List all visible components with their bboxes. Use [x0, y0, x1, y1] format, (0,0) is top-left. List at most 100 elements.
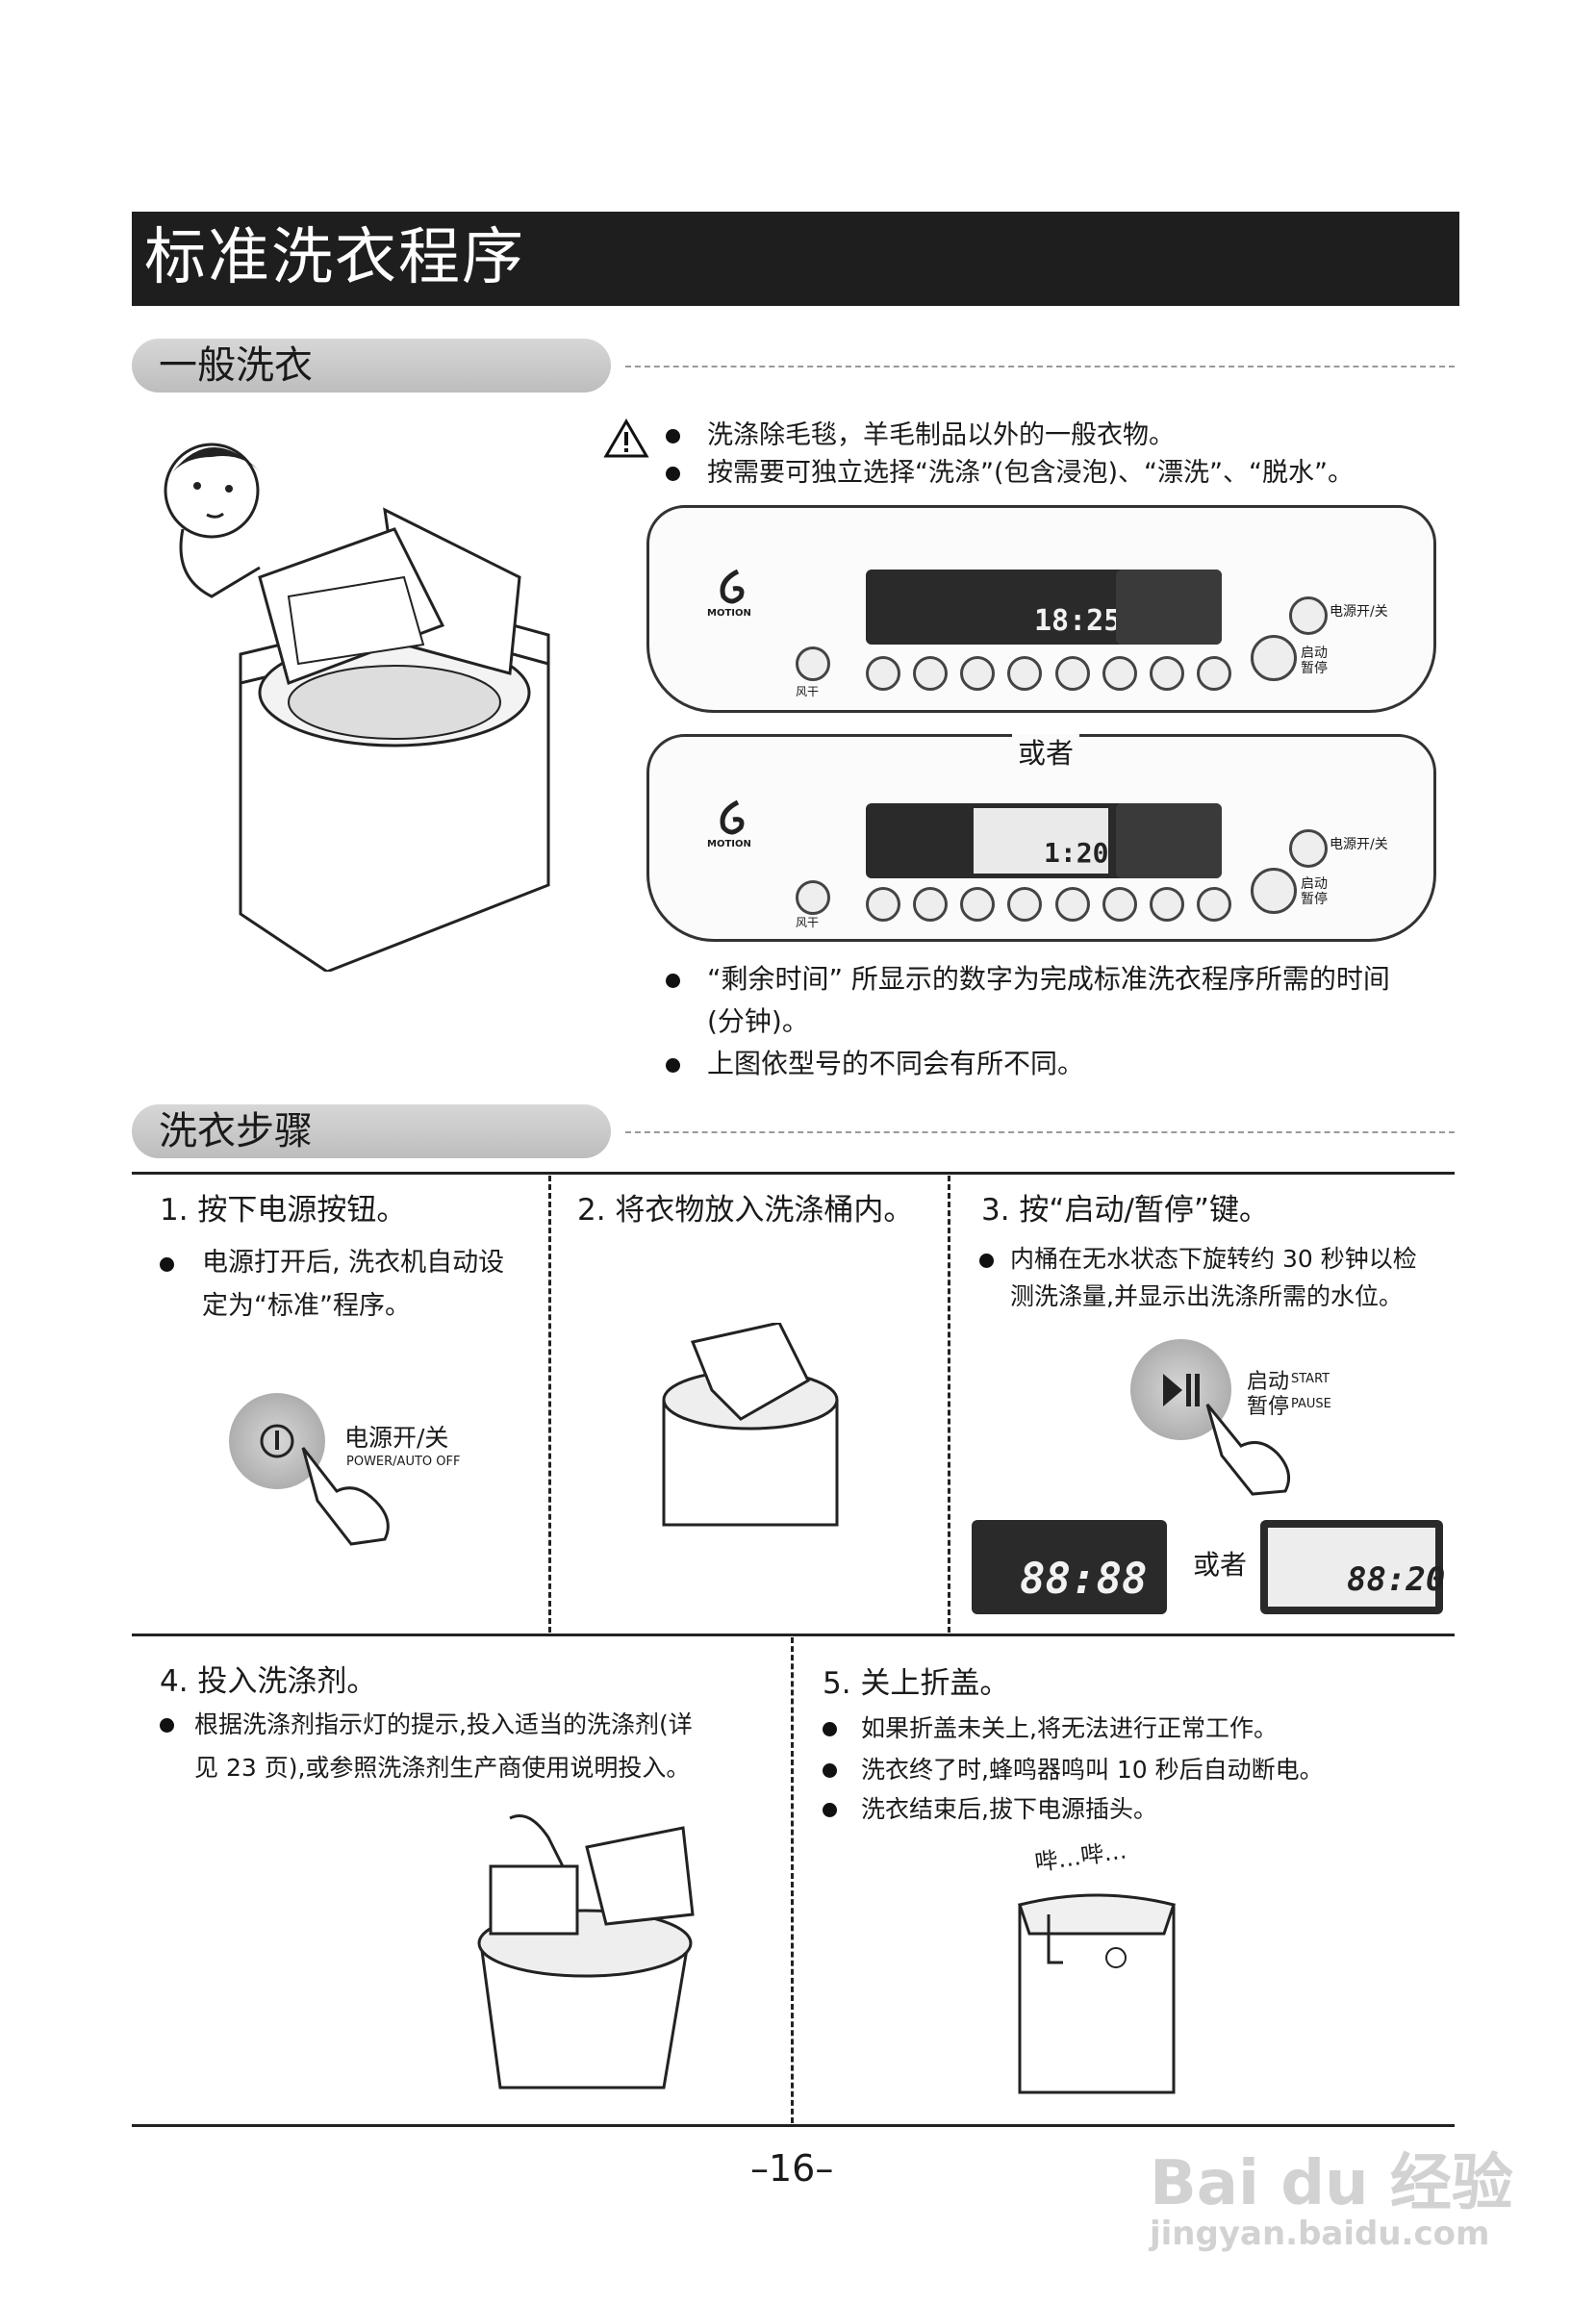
bullet: [979, 1254, 994, 1268]
step3-text-2: 测洗涤量,并显示出洗涤所需的水位。: [1010, 1282, 1403, 1310]
program-button[interactable]: [1054, 656, 1090, 691]
program-button[interactable]: [866, 887, 900, 922]
pointing-hand-icon: [301, 1447, 390, 1546]
start-sub: START: [1291, 1372, 1330, 1386]
load-laundry-illustration: [662, 1323, 839, 1527]
general-bullet-2: 按需要可独立选择“洗涤”(包含浸泡)、“漂洗”、“脱水”。: [707, 458, 1354, 488]
display-b-value: 88:20: [1347, 1560, 1446, 1599]
step2-title: 2. 将衣物放入洗涤桶内。: [577, 1193, 914, 1228]
program-button[interactable]: [1007, 887, 1043, 922]
program-button[interactable]: [1196, 656, 1231, 691]
step5-bullet-1: 如果折盖未关上,将无法进行正常工作。: [861, 1714, 1278, 1742]
section-heading-steps-text: 洗衣步骤: [159, 1109, 313, 1153]
start-label-b: 启动: [1301, 876, 1328, 892]
display-a-value: 88:88: [1020, 1555, 1148, 1604]
step5-bullet-2: 洗衣终了时,蜂鸣器鸣叫 10 秒后自动断电。: [861, 1756, 1324, 1784]
watermark-url: jingyan.baidu.com: [1150, 2215, 1490, 2253]
power-label-b: 电源开/关: [1330, 837, 1388, 852]
program-button[interactable]: [913, 887, 949, 922]
model-note: 上图依型号的不同会有所不同。: [707, 1048, 1085, 1079]
grid-line: [132, 1172, 1455, 1175]
pause-label-b: 暂停: [1301, 892, 1328, 907]
step3-title: 3. 按“启动/暂停”键。: [981, 1193, 1269, 1228]
divider: [625, 1131, 1455, 1133]
step5-bullet-3: 洗衣结束后,拔下电源插头。: [861, 1795, 1157, 1823]
pause-label-a: 暂停: [1301, 661, 1328, 676]
bullet: [823, 1722, 837, 1736]
step3-or-label: 或者: [1193, 1549, 1248, 1581]
program-button[interactable]: [1149, 887, 1184, 922]
program-button[interactable]: [1102, 887, 1137, 922]
dry-button-a[interactable]: [796, 646, 830, 681]
program-button[interactable]: [1149, 656, 1184, 691]
step1-power-label: 电源开/关: [344, 1424, 449, 1452]
power-button-a[interactable]: [1289, 596, 1328, 635]
display-time-b: 1:20: [1044, 837, 1109, 869]
step3-text-1: 内桶在无水状态下旋转约 30 秒钟以检: [1010, 1245, 1417, 1273]
bullet: [160, 1257, 174, 1272]
start-pause-button-a[interactable]: [1251, 635, 1297, 681]
option-block-b: [1116, 803, 1222, 878]
start-pause-button-b[interactable]: [1251, 868, 1297, 914]
general-bullet-1: 洗涤除毛毯，羊毛制品以外的一般衣物。: [707, 420, 1175, 450]
step5-title: 5. 关上折盖。: [823, 1666, 1010, 1701]
bullet: [666, 429, 680, 443]
motion-logo-icon: [720, 799, 745, 835]
add-detergent-illustration: [477, 1814, 695, 2090]
remaining-time-note-cont: (分钟)。: [707, 1005, 809, 1037]
brand-label: MOTION: [707, 608, 751, 619]
program-button[interactable]: [1007, 656, 1043, 691]
start-label-a: 启动: [1301, 646, 1328, 661]
step1-text-1: 电源打开后, 洗衣机自动设: [202, 1248, 505, 1278]
closed-washer-illustration: [1018, 1893, 1176, 2094]
bullet: [666, 467, 680, 481]
program-button-row-a: [866, 656, 1231, 691]
grid-line: [948, 1176, 950, 1633]
motion-logo-icon: [720, 569, 745, 604]
power-label-a: 电源开/关: [1330, 604, 1388, 620]
pause-label: 暂停: [1247, 1395, 1290, 1419]
start-label: 启动: [1247, 1370, 1290, 1394]
title-bar: [132, 212, 1459, 306]
woman-washer-illustration: [164, 443, 550, 972]
watermark-brand: Bai du 经验: [1150, 2148, 1513, 2219]
step1-text-2: 定为“标准”程序。: [202, 1291, 411, 1321]
program-button[interactable]: [1102, 656, 1137, 691]
bullet: [666, 1058, 680, 1073]
section-heading-steps: [132, 1104, 611, 1158]
section-heading-general-text: 一般洗衣: [159, 343, 313, 388]
play-pause-icon: [1163, 1374, 1200, 1406]
program-button-row-b: [866, 887, 1231, 922]
page-number: –16–: [750, 2147, 834, 2190]
program-button[interactable]: [960, 656, 996, 691]
grid-line: [132, 2124, 1455, 2127]
remaining-time-note: “剩余时间” 所显示的数字为完成标准洗衣程序所需的时间: [707, 963, 1390, 995]
program-button[interactable]: [866, 656, 900, 691]
program-button[interactable]: [1196, 887, 1231, 922]
power-icon: [260, 1424, 294, 1458]
dry-button-b[interactable]: [796, 880, 830, 915]
grid-line: [548, 1176, 551, 1633]
brand-label: MOTION: [707, 839, 751, 849]
grid-line: [132, 1634, 1455, 1636]
bullet: [823, 1763, 837, 1778]
dry-label-a: 风干: [796, 685, 820, 698]
section-heading-general: [132, 339, 611, 393]
program-button[interactable]: [960, 887, 996, 922]
power-button-b[interactable]: [1289, 829, 1328, 868]
step1-title: 1. 按下电源按钮。: [160, 1193, 407, 1228]
program-button[interactable]: [913, 656, 949, 691]
beep-text: 哔…哔…: [1032, 1836, 1128, 1877]
lcd-segment-panel-b: [974, 808, 1108, 874]
bullet: [666, 974, 680, 988]
warning-icon: [603, 418, 649, 458]
program-button[interactable]: [1054, 887, 1090, 922]
dry-label-b: 风干: [796, 916, 820, 929]
pause-sub: PAUSE: [1291, 1397, 1331, 1411]
option-block-a: [1116, 570, 1222, 645]
display-time-a: 18:25: [1034, 604, 1122, 638]
bullet: [160, 1718, 174, 1733]
step4-text-2: 见 23 页),或参照洗涤剂生产商使用说明投入。: [194, 1754, 691, 1782]
display-a: [972, 1520, 1167, 1614]
pointing-hand-icon: [1205, 1404, 1291, 1496]
